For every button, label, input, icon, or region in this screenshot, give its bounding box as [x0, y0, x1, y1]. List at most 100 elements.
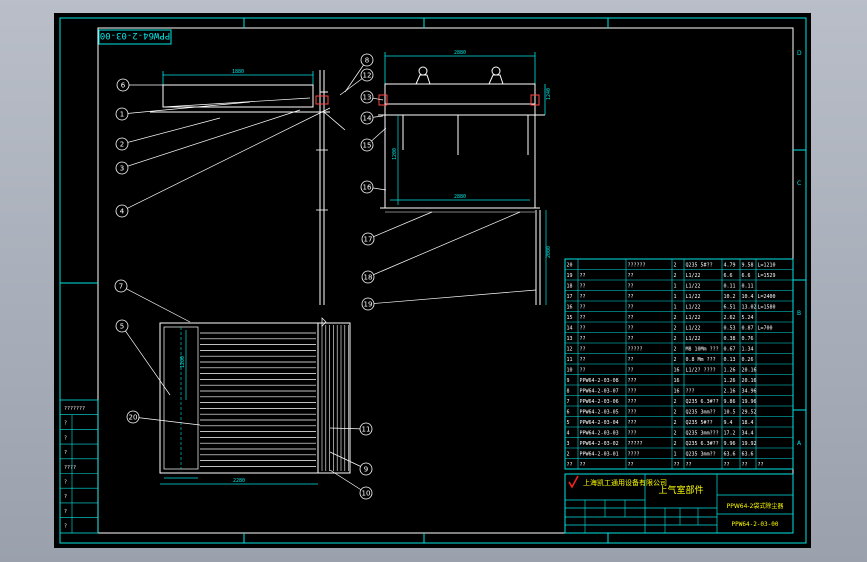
callout-balloon: 20: [126, 410, 201, 426]
leader-line: [121, 109, 301, 169]
rotated-number-box: [98, 29, 172, 45]
bom-cell-no: 5: [567, 420, 570, 426]
callout-balloon: 11: [329, 422, 373, 436]
bom-cell-name: ????: [628, 452, 640, 458]
leader-line: [121, 325, 171, 396]
bom-cell-mat: L1/22: [686, 336, 701, 342]
bom-cell-code: ??: [580, 357, 586, 363]
bom-cell-no: 17: [567, 294, 573, 300]
bom-cell-name: ?????: [628, 441, 643, 447]
leader-line: [329, 469, 367, 494]
bom-cell-w1: 0.11: [724, 284, 736, 290]
bom-cell-name: ??: [628, 357, 634, 363]
bom-cell-w1: 17.2: [724, 431, 736, 437]
balloon-label: 7: [119, 283, 123, 291]
leader-line: [121, 117, 221, 145]
bom-cell-w2: ??: [742, 462, 748, 468]
bom-cell-code: ??: [580, 336, 586, 342]
balloon-label: 2: [120, 141, 124, 149]
bom-cell-no: 4: [567, 431, 570, 437]
bom-cell-qty: 2: [674, 315, 677, 321]
balloon-circle: [359, 486, 373, 500]
bom-cell-note: L=2400: [758, 294, 776, 300]
bom-cell-name: ???: [628, 431, 637, 437]
bom-cell-no: 15: [567, 315, 573, 321]
bom-cell-qty: 2: [674, 399, 677, 405]
drawing-number: PPW64-2-03-00: [732, 521, 779, 528]
bom-cell-mat: Q235 5#??: [686, 420, 713, 426]
bom-cell-qty: 1: [674, 452, 677, 458]
bom-cell-qty: 16: [674, 368, 680, 374]
bom-cell-no: 16: [567, 305, 573, 311]
zone-mark: B: [797, 310, 801, 317]
balloon-circle: [360, 180, 374, 194]
bom-cell-w1: 2.62: [724, 315, 736, 321]
bom-cell-w1: 9.96: [724, 441, 736, 447]
bom-cell-w2: 20.16: [742, 368, 757, 374]
bom-cell-name: ??: [628, 462, 634, 468]
bom-cell-mat: L1/22: [686, 315, 701, 321]
bom-cell-mat: Q235 5#??: [686, 263, 713, 269]
callout-balloon: 18: [361, 211, 521, 284]
bom-cell-qty: 1: [674, 294, 677, 300]
bom-cell-code: ??: [580, 347, 586, 353]
bom-cell-code: PPW64-2-03-04: [580, 420, 619, 426]
leader-line: [121, 107, 331, 212]
rotated-drawing-number: PPW64-2-03-00: [100, 30, 170, 40]
bom-cell-w1: 63.6: [724, 452, 736, 458]
bom-cell-mat: L1/22: [686, 284, 701, 290]
balloon-label: 15: [363, 142, 372, 150]
bom-cell-mat: L1/2? ????: [686, 368, 716, 374]
bom-cell-w2: 63.6: [742, 452, 754, 458]
bom-cell-qty: 2: [674, 441, 677, 447]
bom-cell-code: ??: [580, 315, 586, 321]
balloon-circle: [359, 462, 373, 476]
bom-cell-mat: L1/22: [686, 294, 701, 300]
bom-cell-code: PPW64-2-03-02: [580, 441, 619, 447]
bom-cell-code: ??: [580, 294, 586, 300]
bom-cell-w2: 20.16: [742, 378, 757, 384]
bom-cell-note: L=1580: [758, 305, 776, 311]
balloon-circle: [360, 90, 374, 104]
left-strip-table: ??????????????????: [59, 399, 99, 534]
balloon-circle: [115, 204, 129, 218]
left-strip-cell: ????: [64, 465, 76, 471]
bom-cell-w1: 10.5: [724, 410, 736, 416]
bom-cell-w2: 18.4: [742, 420, 754, 426]
bom-cell-w1: 0.38: [724, 336, 736, 342]
bom-cell-no: 13: [567, 336, 573, 342]
bom-cell-qty: 2: [674, 347, 677, 353]
bom-cell-qty: ??: [674, 462, 680, 468]
bom-cell-no: 8: [567, 389, 570, 395]
balloon-label: 8: [365, 57, 369, 65]
bom-cell-mat: ??: [686, 462, 692, 468]
callout-balloon: 14: [360, 111, 384, 125]
dim-top-width: 1880: [232, 69, 244, 75]
bom-cell-name: ??: [628, 305, 634, 311]
left-strip-cell: ?: [64, 494, 67, 500]
bom-cell-w2: 19.92: [742, 441, 757, 447]
dim-right-height: 1240: [546, 88, 552, 100]
dim-right-top-width: 2880: [454, 50, 466, 56]
callout-balloon: 9: [329, 451, 373, 476]
bom-cell-no: 20: [567, 263, 573, 269]
balloon-circle: [361, 232, 375, 246]
bom-cell-no: 7: [567, 399, 570, 405]
bom-cell-mat: 0.8 Mm ???: [686, 357, 716, 363]
balloon-label: 11: [362, 426, 371, 434]
zone-mark: C: [797, 180, 801, 187]
bom-cell-qty: 2: [674, 273, 677, 279]
bom-cell-w1: 6.51: [724, 305, 736, 311]
balloon-circle: [115, 137, 129, 151]
bom-cell-note: ??: [758, 462, 764, 468]
dim-left-inner-height: 1200: [392, 148, 398, 160]
bom-cell-w1: 4.79: [724, 263, 736, 269]
bom-cell-code: PPW64-2-03-06: [580, 399, 619, 405]
bom-cell-w1: 10.2: [724, 294, 736, 300]
table-row: ????????????????: [567, 462, 764, 468]
leader-line: [367, 211, 521, 278]
